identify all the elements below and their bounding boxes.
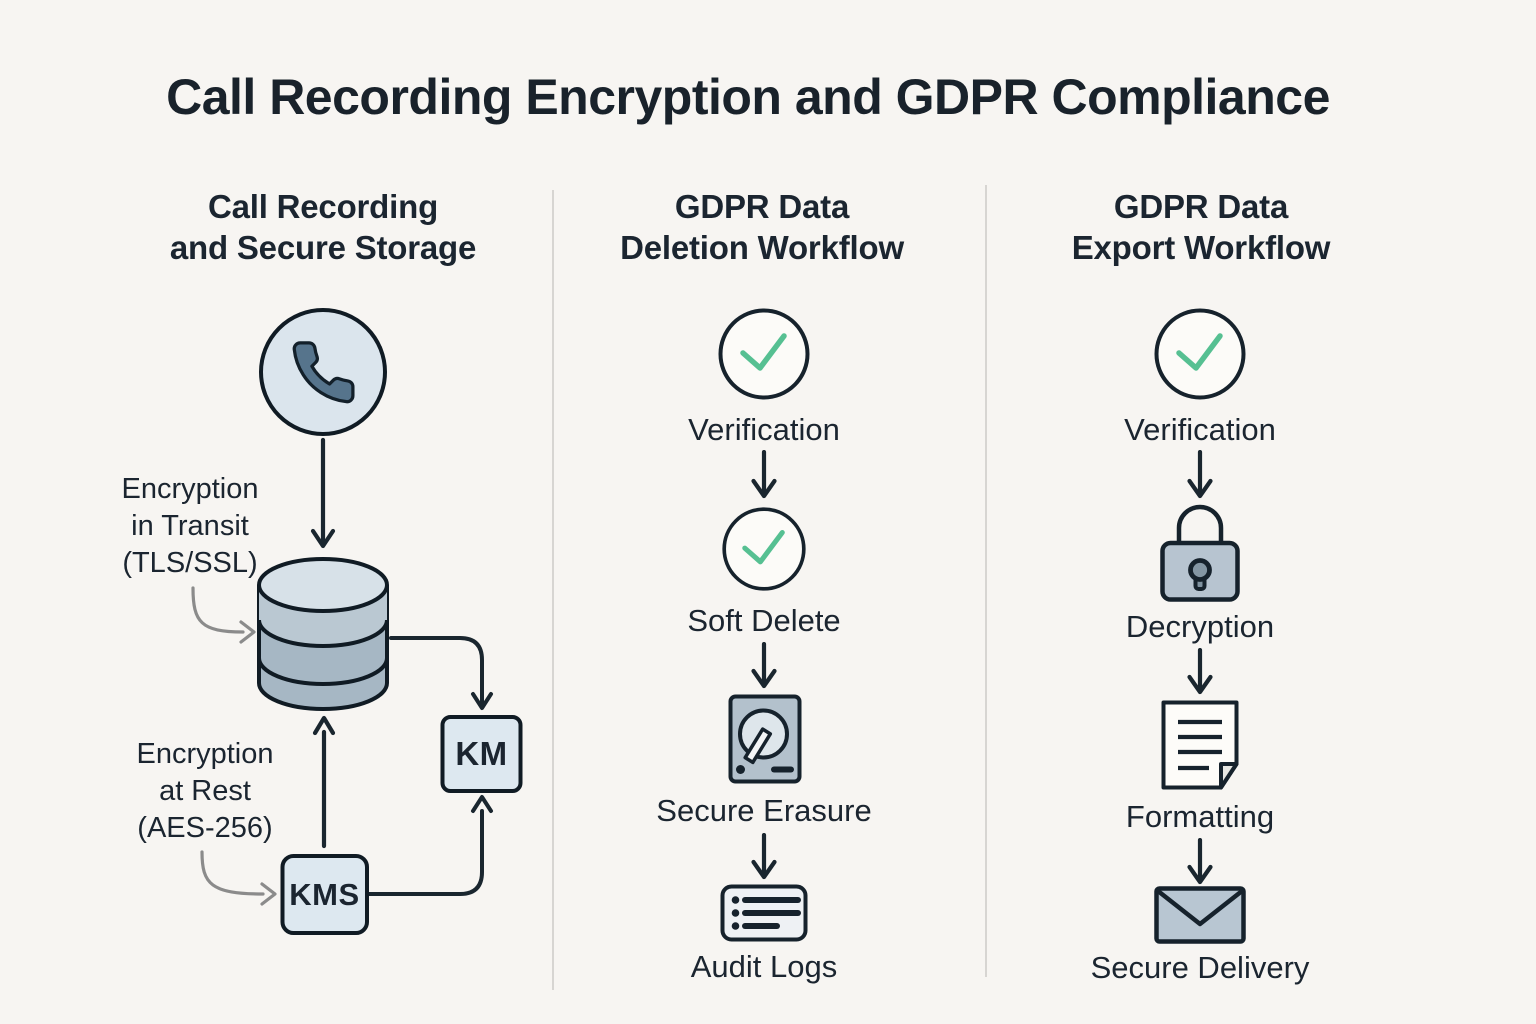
storage-flow-diagram <box>191 308 523 935</box>
divider-middle-right <box>985 185 987 977</box>
arrow-kms-to-database <box>312 715 336 849</box>
connector-kms-to-km <box>367 795 493 896</box>
connector-database-to-km <box>389 636 493 710</box>
down-arrow-icon <box>751 833 777 880</box>
kms-node-box <box>280 854 369 935</box>
km-node-label: KM <box>455 735 508 772</box>
heading-line: GDPR Data <box>674 188 850 225</box>
step-label: Formatting <box>1125 799 1275 834</box>
step-label: Verification <box>688 412 840 447</box>
step-label: Audit Logs <box>690 949 838 984</box>
padlock-icon <box>1160 504 1240 602</box>
down-arrow-icon <box>1187 838 1213 885</box>
annotation-encryption-in-transit: Encryption in Transit (TLS/SSL) <box>90 471 290 582</box>
heading-call-recording: Call Recording and Secure Storage <box>169 186 477 268</box>
heading-line: Call Recording <box>207 188 439 225</box>
check-circle-icon <box>1154 308 1246 400</box>
annotation-line: Encryption <box>136 738 274 770</box>
check-circle-icon <box>718 308 810 400</box>
database-icon <box>257 557 389 711</box>
step-label: Soft Delete <box>687 603 841 638</box>
down-arrow-icon <box>751 450 777 499</box>
divider-left-middle <box>552 190 554 990</box>
heading-line: Export Workflow <box>1071 229 1331 266</box>
heading-gdpr-deletion: GDPR Data Deletion Workflow <box>620 186 904 268</box>
annotation-line: (TLS/SSL) <box>122 547 258 579</box>
step-label: Verification <box>1124 412 1276 447</box>
annotation-line: in Transit <box>131 510 249 542</box>
heading-line: and Secure Storage <box>169 229 477 266</box>
annotation-encryption-at-rest: Encryption at Rest (AES-256) <box>105 736 305 847</box>
step-label: Secure Delivery <box>1090 950 1310 985</box>
annotation-line: (AES-256) <box>137 812 273 844</box>
down-arrow-icon <box>1187 648 1213 695</box>
envelope-icon <box>1154 886 1246 944</box>
check-circle-icon <box>722 507 806 591</box>
heading-gdpr-export: GDPR Data Export Workflow <box>1072 186 1331 268</box>
step-label: Secure Erasure <box>656 793 872 828</box>
heading-line: Deletion Workflow <box>620 229 904 266</box>
km-node-box <box>440 715 523 793</box>
document-icon <box>1161 700 1239 790</box>
hard-drive-icon <box>728 694 802 784</box>
kms-node-label: KMS <box>289 876 360 912</box>
step-label: Decryption <box>1125 609 1275 644</box>
arrow-phone-to-database <box>310 437 336 549</box>
down-arrow-icon <box>1187 450 1213 499</box>
annotation-arrow-in-transit <box>191 586 256 644</box>
annotation-arrow-at-rest <box>200 850 277 906</box>
down-arrow-icon <box>751 642 777 689</box>
page-title: Call Recording Encryption and GDPR Compl… <box>166 69 1330 125</box>
phone-icon <box>259 308 387 436</box>
annotation-line: at Rest <box>159 775 251 807</box>
heading-line: GDPR Data <box>1113 188 1289 225</box>
annotation-line: Encryption <box>121 473 259 505</box>
audit-list-icon <box>720 884 808 942</box>
